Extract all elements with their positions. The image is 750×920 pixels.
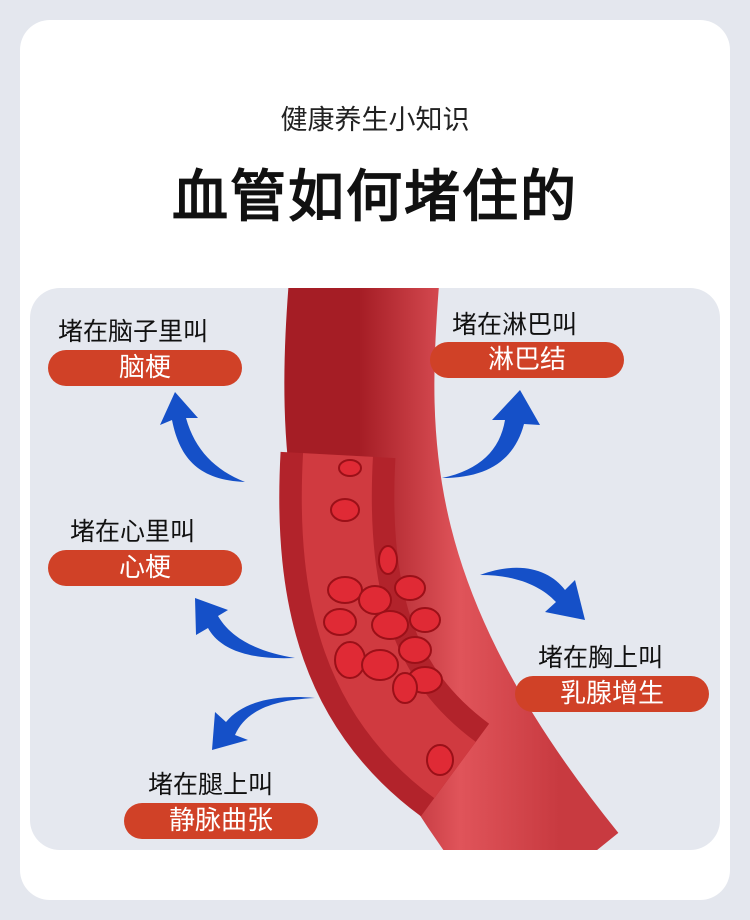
page-title: 血管如何堵住的 xyxy=(172,165,578,230)
label-heart: 堵在心里叫 xyxy=(70,517,196,546)
label-brain: 堵在脑子里叫 xyxy=(58,317,209,346)
arrows xyxy=(160,390,585,750)
badge-chest: 乳腺增生 xyxy=(515,676,709,712)
subtitle: 健康养生小知识 xyxy=(280,105,470,136)
badge-lymph: 淋巴结 xyxy=(430,342,624,378)
arrow-right-icon xyxy=(480,567,585,620)
badge-leg: 静脉曲张 xyxy=(124,803,318,839)
blood-cells xyxy=(323,459,454,776)
badge-brain: 脑梗 xyxy=(48,350,242,386)
arrow-left-icon xyxy=(195,598,295,659)
label-lymph: 堵在淋巴叫 xyxy=(452,310,578,339)
arrow-up-right-icon xyxy=(442,390,540,478)
badge-heart: 心梗 xyxy=(48,550,242,586)
label-chest: 堵在胸上叫 xyxy=(538,643,664,672)
label-leg: 堵在腿上叫 xyxy=(148,770,274,799)
arrow-down-left-icon xyxy=(212,697,315,750)
arrow-up-left-icon xyxy=(160,392,245,482)
